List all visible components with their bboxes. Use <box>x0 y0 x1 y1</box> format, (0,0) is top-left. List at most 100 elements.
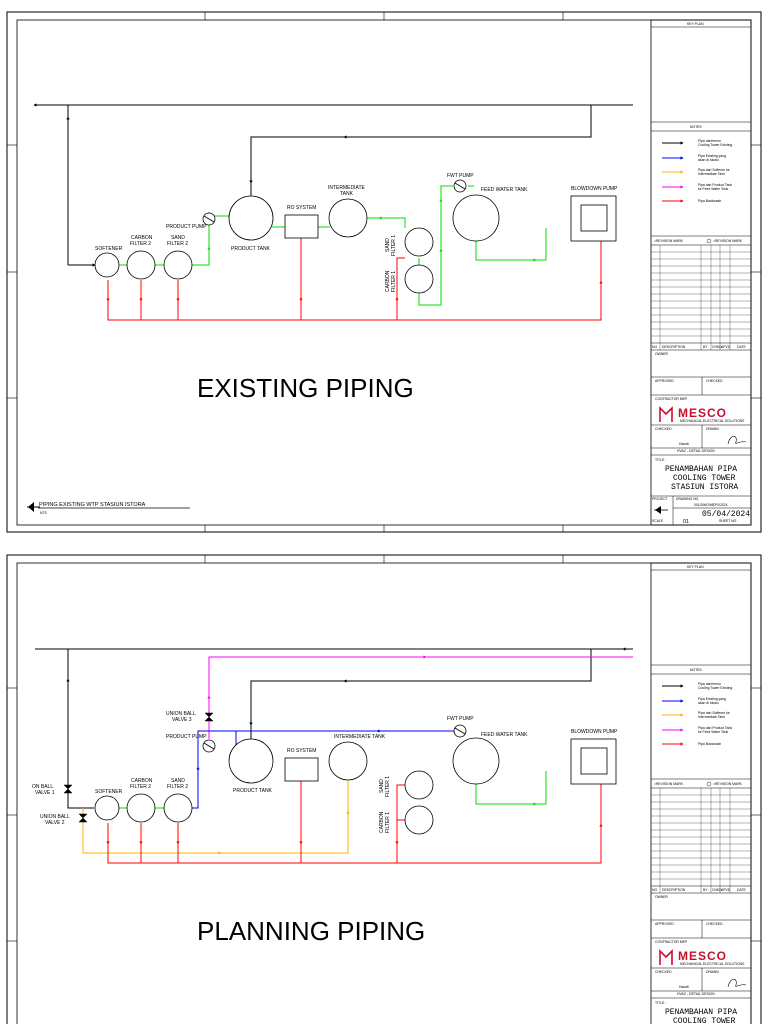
equipment <box>94 179 617 294</box>
signature-planning <box>727 978 747 988</box>
svg-text:APPROVED: APPROVED <box>655 379 674 383</box>
svg-text:VALVE 2: VALVE 2 <box>45 820 65 826</box>
svg-text:PENAMBAHAN PIPA: PENAMBAHAN PIPA <box>665 465 737 474</box>
svg-text:Pipa dari Softener ke: Pipa dari Softener ke <box>698 711 730 715</box>
svg-text:NOTES: NOTES <box>690 125 702 129</box>
svg-text:CHECKED: CHECKED <box>706 379 723 383</box>
svg-text:UNION BALL: UNION BALL <box>166 711 196 717</box>
svg-text:CHECKED: CHECKED <box>655 970 672 974</box>
svg-text:FEED WATER TANK: FEED WATER TANK <box>481 187 528 193</box>
svg-text:DATE: DATE <box>737 888 747 892</box>
svg-text:Intermediate Tank: Intermediate Tank <box>698 172 725 176</box>
svg-text:CHECKED: CHECKED <box>706 922 723 926</box>
legend: Pipa dari/menu Cooling Tower Existing Pi… <box>662 139 732 203</box>
svg-text:CARBON: CARBON <box>131 235 153 241</box>
carbon-filter-1-vessel <box>404 264 434 294</box>
equipment-planning <box>94 724 617 835</box>
svg-text:=REVISION MARK: =REVISION MARK <box>713 782 743 786</box>
svg-text:FWT PUMP: FWT PUMP <box>447 173 474 179</box>
svg-text:Cooling Tower Existing: Cooling Tower Existing <box>698 686 732 690</box>
svg-text:HVAC - DETAIL DESIGN: HVAC - DETAIL DESIGN <box>677 992 715 996</box>
drawing-title-stamp: PIPING EXISTING WTP STASIUN ISTORA NTS <box>27 502 190 515</box>
svg-text:OWNER: OWNER <box>655 352 669 356</box>
feed-water-tank-vessel <box>452 194 500 242</box>
svg-text:CONTRACTOR MEP: CONTRACTOR MEP <box>655 940 688 944</box>
svg-text:ke Feed Water Tank: ke Feed Water Tank <box>698 730 728 734</box>
svg-text:SAND: SAND <box>385 238 391 252</box>
svg-text:COOLING TOWER: COOLING TOWER <box>673 474 736 483</box>
svg-text:MESCO: MESCO <box>678 406 727 420</box>
svg-text:05/04/2024: 05/04/2024 <box>702 510 750 519</box>
svg-text:SAND: SAND <box>171 778 185 784</box>
svg-text:FEED WATER TANK: FEED WATER TANK <box>481 732 528 738</box>
equipment-labels-planning: UNION BALL VALVE 3 ON BALL VALVE 1 UNION… <box>32 711 618 833</box>
svg-text:INTERMEDIATE: INTERMEDIATE <box>328 185 366 191</box>
softener-to-intermediate-pipes <box>82 780 350 855</box>
svg-text:NO: NO <box>652 888 657 892</box>
svg-text:FILTER 2: FILTER 2 <box>167 241 188 247</box>
svg-text:Pipa Existing yang: Pipa Existing yang <box>698 154 726 158</box>
svg-text:DRAWN: DRAWN <box>706 427 719 431</box>
svg-text:PIPING EXISTING WTP STASIUN IS: PIPING EXISTING WTP STASIUN ISTORA <box>39 502 146 508</box>
svg-text:001/DWG/MEP/I/2024: 001/DWG/MEP/I/2024 <box>694 503 728 507</box>
svg-text:FILTER 1: FILTER 1 <box>391 235 397 256</box>
svg-text:NOTES: NOTES <box>690 668 702 672</box>
svg-text:DRAWN: DRAWN <box>706 970 719 974</box>
svg-text:CONTRACTOR MEP: CONTRACTOR MEP <box>655 397 688 401</box>
ro-system-unit <box>284 214 319 239</box>
signature <box>727 435 747 445</box>
sheet-heading: EXISTING PIPING <box>197 373 414 403</box>
svg-text:Pipa dari Product Tank: Pipa dari Product Tank <box>698 183 732 187</box>
softener-vessel <box>94 252 120 278</box>
backwash-pipes-planning <box>106 766 603 864</box>
svg-text:FILTER 2: FILTER 2 <box>130 241 151 247</box>
svg-text:CHKD: CHKD <box>712 345 722 349</box>
svg-text:FILTER 2: FILTER 2 <box>130 784 151 790</box>
sand-filter-1-vessel <box>404 227 434 257</box>
svg-text:01: 01 <box>683 519 689 525</box>
product-transfer-pipes <box>207 655 633 739</box>
svg-text:Cooling Tower Existing: Cooling Tower Existing <box>698 143 732 147</box>
backwash-pipes <box>106 223 603 321</box>
svg-text:BLOWDOWN PUMP: BLOWDOWN PUMP <box>571 729 618 735</box>
svg-text:DRAWING NO.: DRAWING NO. <box>676 497 699 501</box>
svg-text:CHKD: CHKD <box>712 888 722 892</box>
svg-text:BY: BY <box>703 345 708 349</box>
svg-text:=REVISION MARK: =REVISION MARK <box>654 239 684 243</box>
mesco-logo: MESCO MECHANICAL ELECTRICAL SOLUTIONS <box>659 406 745 423</box>
process-pipes <box>119 185 547 306</box>
svg-text:RO SYSTEM: RO SYSTEM <box>287 748 316 754</box>
svg-text:HVAC - DETAIL DESIGN: HVAC - DETAIL DESIGN <box>677 449 715 453</box>
carbon-filter-2-vessel <box>126 250 156 280</box>
svg-text:KEY PLAN: KEY PLAN <box>687 22 704 26</box>
svg-text:VALVE 3: VALVE 3 <box>172 717 192 723</box>
svg-text:DATE: DATE <box>737 345 747 349</box>
svg-text:APPROVED: APPROVED <box>655 922 674 926</box>
svg-text:CARBON: CARBON <box>379 811 385 833</box>
svg-text:Pipa Existing yang: Pipa Existing yang <box>698 697 726 701</box>
svg-text:INTERMEDIATE TANK: INTERMEDIATE TANK <box>334 734 386 740</box>
valves <box>63 712 214 823</box>
sheet-heading-planning: PLANNING PIPING <box>197 916 425 946</box>
svg-text:=REVISION MARK: =REVISION MARK <box>654 782 684 786</box>
sand-filter-2-vessel <box>163 250 193 280</box>
svg-text:STASIUN ISTORA: STASIUN ISTORA <box>671 483 738 492</box>
svg-text:SAND: SAND <box>379 779 385 793</box>
svg-text:SOFTENER: SOFTENER <box>95 246 123 252</box>
intermediate-tank-vessel <box>328 198 368 238</box>
svg-text:APVD: APVD <box>721 345 731 349</box>
svg-text:TANK: TANK <box>340 191 354 197</box>
svg-text:Pipa Backwash: Pipa Backwash <box>698 742 721 746</box>
mesco-logo-planning: MESCO MECHANICAL ELECTRICAL SOLUTIONS <box>659 949 745 966</box>
sheet-existing: SOFTENER CARBON FILTER 2 SAND FILTER 2 P… <box>6 11 762 533</box>
title-block: KEY PLAN NOTES Pipa dari/menu Cooling To… <box>650 19 752 526</box>
svg-text:Hanafi: Hanafi <box>679 985 689 989</box>
equipment-labels: SOFTENER CARBON FILTER 2 SAND FILTER 2 P… <box>95 173 618 292</box>
svg-text:MECHANICAL ELECTRICAL SOLUTION: MECHANICAL ELECTRICAL SOLUTIONS <box>680 419 745 423</box>
svg-text:PRODUCT PUMP: PRODUCT PUMP <box>166 734 207 740</box>
svg-text:BY: BY <box>703 888 708 892</box>
svg-text:CARBON: CARBON <box>385 270 391 292</box>
svg-text:CARBON: CARBON <box>131 778 153 784</box>
